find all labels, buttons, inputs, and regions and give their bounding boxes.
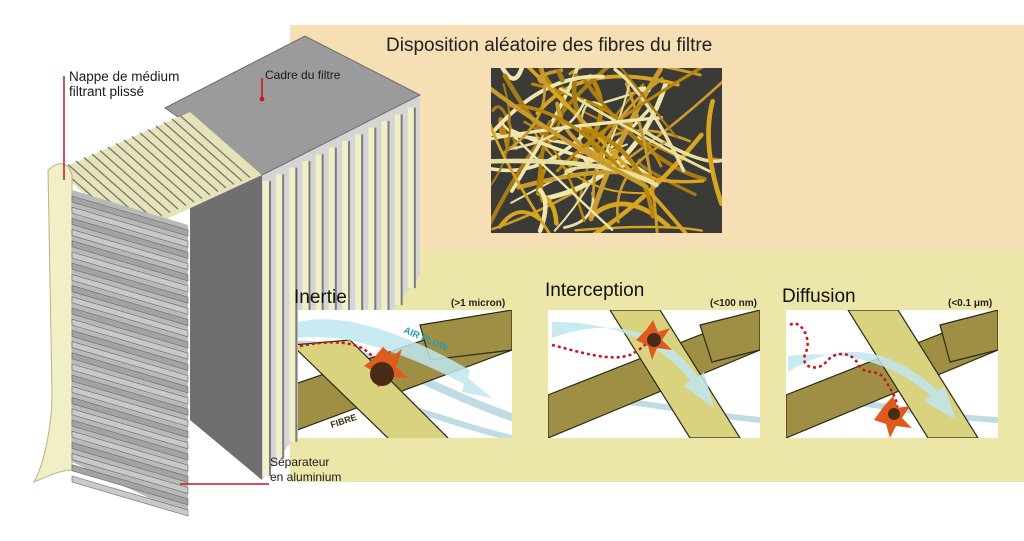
pleat-fold [123, 139, 195, 203]
fibre-strand [491, 122, 551, 233]
fibre-strand [579, 101, 603, 153]
pleat-fold [163, 121, 235, 186]
pleated-media-label-line1: Nappe de médium [69, 69, 180, 84]
separator-fin [71, 307, 189, 349]
separator-fin [71, 397, 189, 439]
separator-fin [71, 329, 189, 371]
fibre-strand [526, 68, 688, 233]
separator-fin [71, 217, 189, 259]
fibre-strand [591, 77, 664, 198]
fibre-strand [537, 187, 548, 233]
separator-fin [71, 363, 189, 405]
pleated-media-label: Nappe de médium filtrant plissé [69, 69, 179, 99]
pleated-filter [32, 35, 422, 517]
fibre-strand [581, 126, 655, 219]
fibre-strand [706, 98, 722, 207]
separator-fin [71, 262, 189, 304]
pleat-fold [171, 118, 243, 182]
separator-fin [71, 374, 189, 416]
separator-fin [71, 206, 189, 248]
pleat-fold [99, 149, 171, 214]
fibre-strand [619, 68, 678, 139]
label-pointers [63, 76, 269, 485]
separator-label: Séparateur en aluminium [270, 455, 341, 485]
separator-label-line2: en aluminium [270, 470, 342, 484]
separator-fin [71, 229, 189, 271]
fibre-strand [616, 140, 667, 224]
pleat-fold [155, 125, 227, 189]
separator-label-line1: Séparateur [270, 455, 330, 469]
fibre-strand [498, 117, 510, 149]
separator-fin [71, 464, 189, 506]
inertia-size-range: (>1 micron) [451, 298, 506, 309]
interception-panel [548, 310, 760, 438]
interception-title: Interception [545, 280, 645, 301]
fibre-strand [574, 225, 703, 232]
separator-fin [71, 318, 189, 360]
diffusion-title: Diffusion [782, 286, 856, 307]
fibre-strand [590, 201, 671, 229]
pleat-fold [131, 135, 203, 200]
separator-fin [71, 195, 189, 237]
separator-fin [71, 296, 189, 338]
filter-frame-label: Cadre du filtre [265, 68, 341, 82]
fibre-strand [491, 105, 518, 151]
fibre-strand [641, 128, 722, 163]
inertia-title: Inertie [294, 287, 347, 308]
interception-size-range: (<100 nm) [710, 298, 757, 309]
separator-fin [71, 441, 189, 483]
separator-fin [71, 341, 189, 383]
separator-fin [71, 430, 189, 472]
separator-fin [71, 419, 189, 461]
fibre-strand [500, 68, 525, 81]
fibre-strand [707, 157, 722, 162]
pleat-fold [107, 146, 179, 210]
pleat-fold [139, 132, 211, 196]
fibre-strand [613, 68, 686, 173]
pleat-fold [147, 128, 219, 193]
inertia-panel [298, 310, 512, 438]
random-fibres-title: Disposition aléatoire des fibres du filt… [386, 35, 713, 56]
media-sheet [32, 163, 73, 483]
fibre-strand [502, 73, 559, 141]
fibre-strand [508, 103, 624, 172]
pleat-fold [91, 153, 163, 217]
diffusion-size-range: (<0.1 μm) [948, 298, 993, 309]
separator-fin [71, 251, 189, 293]
separator-fin [71, 453, 189, 495]
separator-fin [71, 285, 189, 327]
random-fibres-image [491, 68, 722, 233]
pleat-fold [83, 156, 155, 221]
fibre-strand [556, 69, 565, 83]
fibre-strand [491, 158, 659, 188]
separator-fin [71, 273, 189, 315]
separator-fin [71, 385, 189, 427]
pleat-fold [115, 142, 187, 207]
fibre-strand [491, 86, 649, 189]
separator-fin [71, 352, 189, 394]
separator-fin [71, 408, 189, 450]
fibre-strand [498, 210, 542, 229]
pleat-fold [179, 114, 251, 179]
pleated-media-label-line2: filtrant plissé [69, 84, 145, 99]
separator-fin [71, 240, 189, 282]
diffusion-panel [786, 310, 998, 438]
separator-fin [71, 475, 189, 517]
